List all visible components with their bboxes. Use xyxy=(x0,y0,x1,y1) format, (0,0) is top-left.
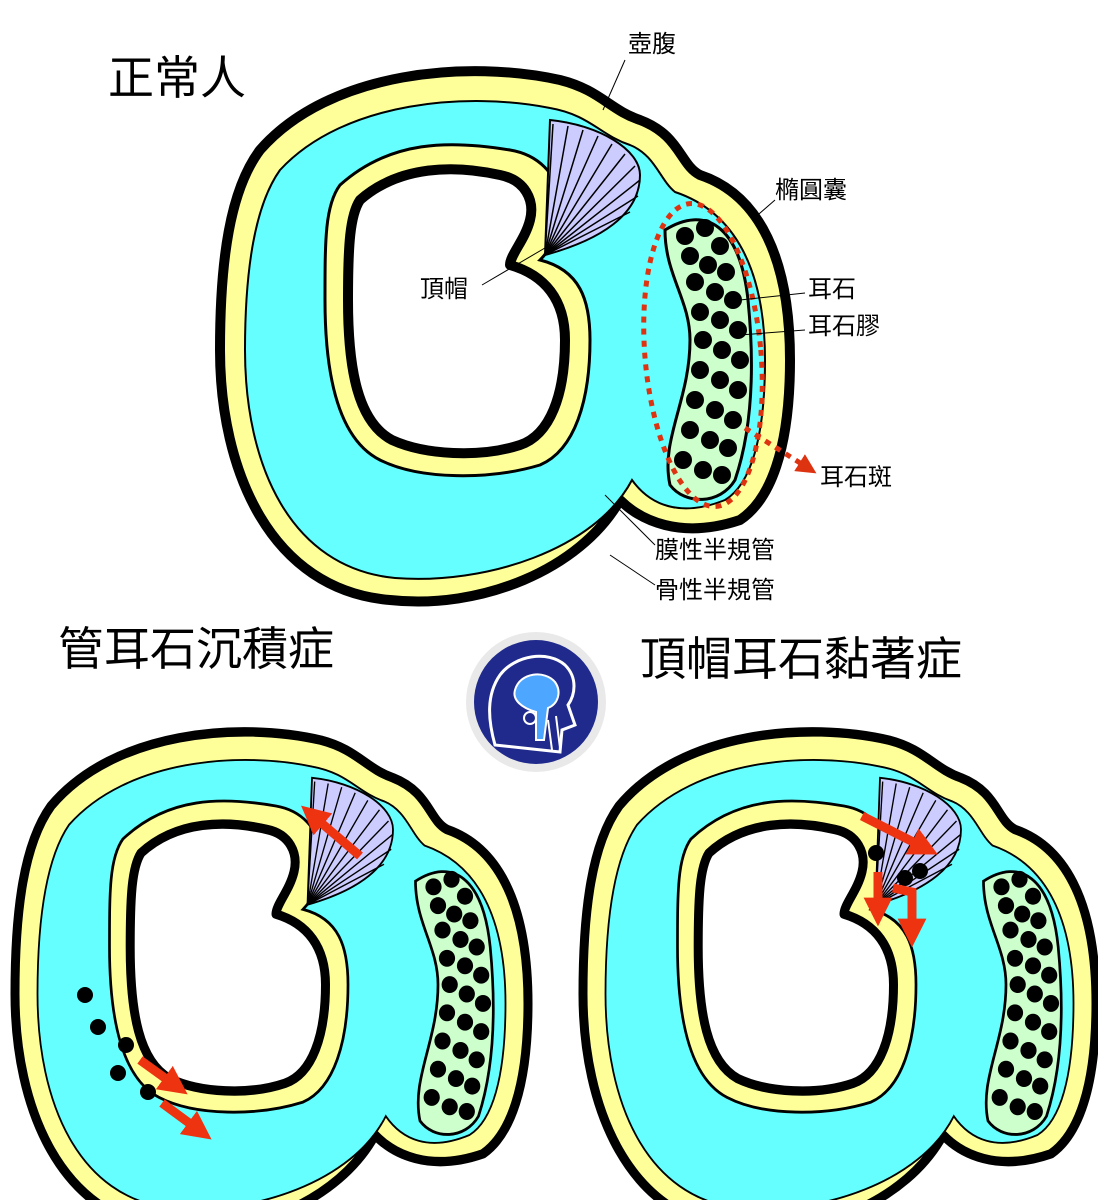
label-cupula: 頂帽 xyxy=(420,275,468,303)
label-ampulla: 壺腹 xyxy=(628,30,676,58)
label-membranous-canal: 膜性半規管 xyxy=(655,536,775,564)
cupulolithiasis-canal-diagram xyxy=(583,732,1096,1200)
label-bony-canal: 骨性半規管 xyxy=(655,576,775,604)
macula-arrow xyxy=(743,425,817,474)
normal-canal-diagram xyxy=(220,71,817,601)
normal-labels: 壺腹 橢圓囊 頂帽 耳石 耳石膠 耳石斑 膜性半規管 骨性半規管 xyxy=(420,30,892,604)
cupulolithiasis-arrows xyxy=(859,811,938,948)
title-canalithiasis: 管耳石沉積症 xyxy=(58,622,334,676)
canalithiasis-arrows xyxy=(137,805,363,1140)
utricle-outline xyxy=(641,200,765,510)
title-cupulolithiasis: 頂帽耳石黏著症 xyxy=(640,632,962,686)
label-otolithic-membrane: 耳石膠 xyxy=(808,312,880,340)
canalithiasis-canal-diagram xyxy=(15,732,528,1200)
label-utricle: 橢圓囊 xyxy=(775,176,847,204)
head-labyrinth-logo-icon xyxy=(466,632,606,772)
title-normal: 正常人 xyxy=(108,51,246,105)
label-otoconia: 耳石 xyxy=(808,275,856,303)
cupulolithiasis-attached-otoconia xyxy=(868,845,928,886)
canalithiasis-free-otoconia xyxy=(77,987,156,1100)
label-macula: 耳石斑 xyxy=(820,463,892,491)
